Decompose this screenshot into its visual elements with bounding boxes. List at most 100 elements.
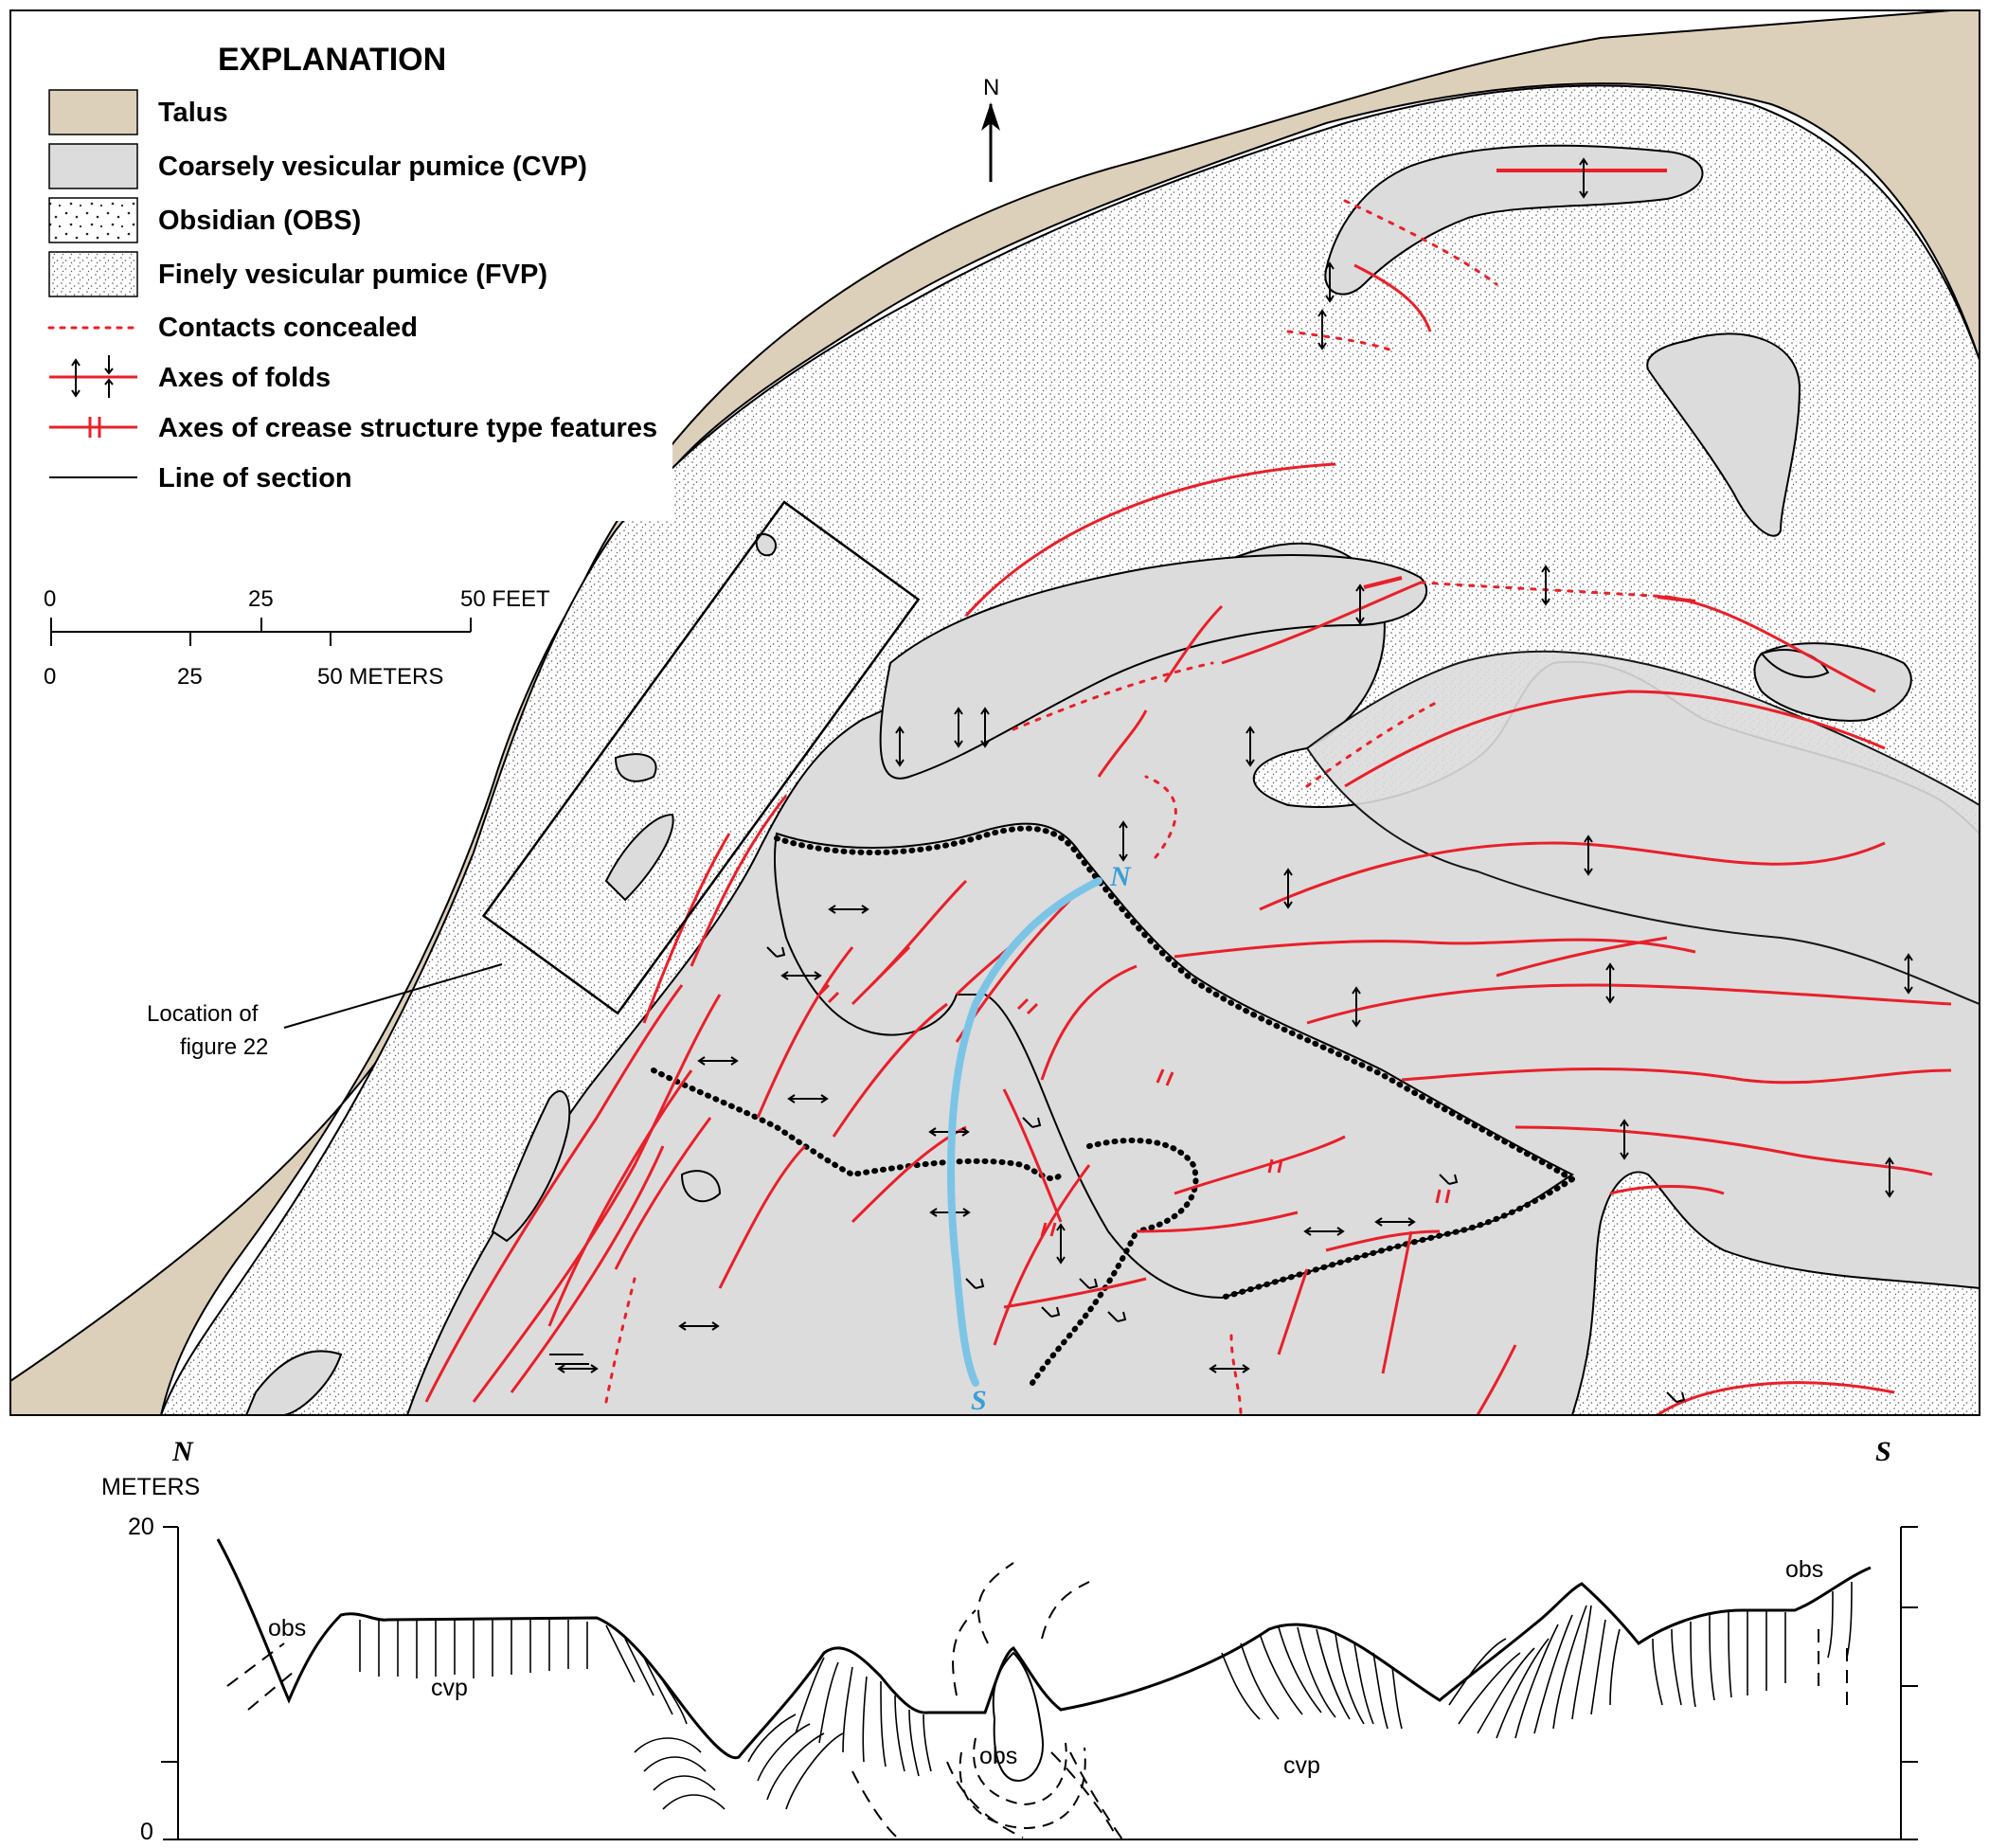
section-label-s: S <box>971 1385 987 1416</box>
cvp-north-lobe <box>1324 144 1704 296</box>
legend-swatch-fold-axis <box>49 355 137 398</box>
cross-section: N S METERS 20 0 <box>101 1436 1918 1845</box>
section-banding <box>359 1581 1853 1810</box>
cvp-lens <box>614 753 657 782</box>
obsidian-contact <box>1030 1229 1139 1386</box>
concealed-contact <box>1286 330 1394 352</box>
cvp-lens <box>680 1170 722 1203</box>
section-label-obs-right: obs <box>1785 1556 1823 1583</box>
fold-axis <box>1174 1135 1346 1195</box>
section-axis-unit: METERS <box>101 1474 200 1500</box>
legend-label-fvp: Finely vesicular pumice (FVP) <box>158 260 547 290</box>
legend-label-concealed: Contacts concealed <box>158 313 418 343</box>
fold-axis <box>1174 938 1696 959</box>
scale-bar: 0 25 50 FEET 0 25 50 METERS <box>44 586 550 690</box>
fold-axis <box>1221 581 1422 665</box>
fold-axis <box>1353 263 1432 332</box>
legend-label-fold-axis: Axes of folds <box>158 363 331 393</box>
crease-mark <box>1156 1068 1174 1086</box>
cvp-central-band <box>879 554 1427 780</box>
fold-axis <box>1136 1211 1299 1233</box>
fold-axis <box>1476 1344 1517 1415</box>
concealed-contact <box>604 1277 636 1404</box>
fold-axis <box>1381 1230 1413 1374</box>
fold-axis <box>1496 936 1668 978</box>
fold-axis <box>1040 964 1138 1081</box>
legend-label-talus: Talus <box>158 98 228 128</box>
map-frame <box>9 9 1980 1416</box>
section-left-end: N <box>171 1436 194 1467</box>
fold-axis <box>1277 1268 1309 1355</box>
cvp-lens <box>491 1090 571 1243</box>
legend-label-crease-axis: Axes of crease structure type features <box>158 413 657 443</box>
concealed-contact <box>1419 581 1669 599</box>
fold-arrows <box>549 157 1913 1403</box>
fold-axis <box>1002 1088 1063 1223</box>
north-arrow-label: N <box>983 75 999 100</box>
legend-swatch-obsidian <box>48 197 138 243</box>
scale-meters-0: 0 <box>44 664 56 690</box>
scale-feet-25: 25 <box>248 586 274 612</box>
figure-22-locator-box <box>481 500 921 1015</box>
fold-axis <box>1609 1185 1725 1195</box>
section-axis-0: 0 <box>140 1819 153 1845</box>
fold-axis <box>1306 983 1952 1025</box>
fold-axis <box>1259 841 1886 911</box>
obsidian-contact <box>774 825 1575 1182</box>
legend-label-cvp: Coarsely vesicular pumice (CVP) <box>158 152 587 182</box>
cvp-lens <box>755 533 777 557</box>
fold-axis <box>756 946 854 1119</box>
fold-axis <box>964 462 1336 617</box>
cvp-lens <box>604 813 674 902</box>
fold-axis <box>424 984 684 1403</box>
legend-swatch-fvp <box>48 251 138 297</box>
scale-meters-25: 25 <box>177 664 203 690</box>
fold-axis <box>1163 604 1224 683</box>
fold-axis <box>993 1164 1091 1346</box>
cvp-east-unit <box>1305 650 1980 1006</box>
section-label-n: N <box>1109 861 1132 892</box>
section-label-obs-center: obs <box>979 1743 1017 1769</box>
north-arrow: N <box>981 75 1000 182</box>
fold-axis <box>832 1002 948 1138</box>
section-axis-20: 20 <box>128 1514 154 1540</box>
cvp-northeast-lobe <box>1646 332 1801 537</box>
crease-mark <box>1267 1158 1283 1174</box>
section-profile <box>216 1538 1872 1760</box>
legend-label-obsidian: Obsidian (OBS) <box>158 206 361 236</box>
fold-axis <box>472 994 722 1403</box>
fold-axis <box>1003 1277 1147 1309</box>
section-right-end: S <box>1875 1436 1891 1467</box>
fold-axis <box>690 795 788 967</box>
fold-axis <box>1325 1229 1441 1252</box>
callout-line-2: figure 22 <box>180 1034 268 1060</box>
cvp-lens <box>244 1350 343 1415</box>
fold-axis <box>547 1069 693 1327</box>
obsidian-contact <box>651 1068 1064 1182</box>
explanation-legend: EXPLANATION Talus Coarsely vesicular pum… <box>19 19 672 521</box>
fold-axis <box>1657 1381 1895 1415</box>
section-label-obs-left: obs <box>268 1615 306 1642</box>
crease-mark <box>817 983 840 1004</box>
crease-mark <box>1435 1189 1451 1204</box>
line-of-section <box>947 877 1102 1387</box>
legend-label-section-line: Line of section <box>158 463 352 493</box>
legend-swatch-cvp <box>48 143 138 189</box>
obsidian-contact <box>1086 1138 1199 1234</box>
fold-axis <box>1344 690 1886 788</box>
legend-swatch-crease-axis <box>49 417 137 438</box>
fold-axis <box>1657 595 1696 603</box>
fold-axis <box>718 1144 807 1289</box>
fold-axis <box>1363 576 1403 589</box>
obsidian-contact <box>1219 1176 1575 1301</box>
fold-axis <box>1514 1125 1933 1176</box>
fold-axis <box>1097 709 1148 778</box>
legend-title: EXPLANATION <box>218 42 446 78</box>
scale-feet-50: 50 FEET <box>460 586 550 612</box>
concealed-contact <box>1144 775 1177 859</box>
concealed-contact <box>1305 699 1442 788</box>
callout-line-1: Location of <box>147 1001 259 1027</box>
fold-axis <box>851 945 911 1006</box>
fold-axis <box>614 1117 712 1270</box>
